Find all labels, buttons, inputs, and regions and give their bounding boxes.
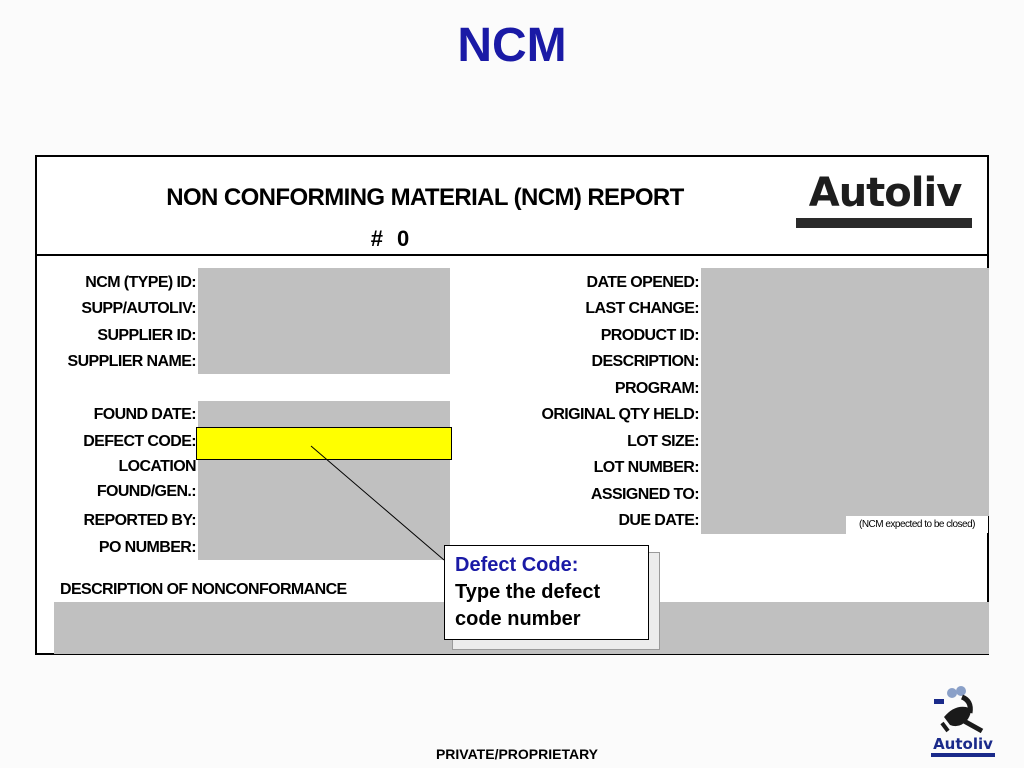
label-reported-by: REPORTED BY:: [83, 512, 196, 529]
supplier-info-fields[interactable]: [198, 268, 450, 374]
label-defect-code: DEFECT CODE:: [83, 433, 196, 450]
label-supplier-name: SUPPLIER NAME:: [67, 353, 197, 370]
callout-body: Type the defect code number: [455, 581, 601, 630]
label-lot-size: LOT SIZE:: [627, 433, 700, 450]
label-description: DESCRIPTION:: [591, 353, 700, 370]
label-assigned-to: ASSIGNED TO:: [590, 486, 700, 503]
label-found-date: FOUND DATE:: [93, 406, 197, 423]
defect-code-callout: Defect Code: Type the defect code number: [444, 545, 649, 640]
label-original-qty-held: ORIGINAL QTY HELD:: [541, 406, 699, 423]
report-number: #0: [320, 226, 460, 252]
label-description-of-nonconformance: DESCRIPTION OF NONCONFORMANCE: [60, 581, 347, 598]
header-divider: [35, 254, 989, 256]
defect-code-input[interactable]: [196, 427, 452, 460]
report-title: NON CONFORMING MATERIAL (NCM) REPORT: [166, 184, 684, 211]
label-supplier-id: SUPPLIER ID:: [97, 327, 196, 344]
autoliv-corner-logo-icon: Autoliv: [931, 686, 995, 757]
label-due-date: DUE DATE:: [618, 512, 699, 529]
autoliv-logo: Autoliv: [808, 170, 963, 216]
label-supp-autoliv: SUPP/AUTOLIV:: [81, 300, 196, 317]
due-date-note-strip: [846, 508, 989, 516]
callout-title: Defect Code:: [455, 554, 579, 576]
product-info-fields[interactable]: [701, 268, 989, 508]
label-program: PROGRAM:: [614, 380, 700, 397]
due-date-field[interactable]: [701, 508, 846, 534]
label-ncm-type-id: NCM (TYPE) ID:: [85, 274, 196, 291]
label-po-number: PO NUMBER:: [98, 539, 197, 556]
page-title: NCM: [457, 19, 567, 72]
report-number-value: 0: [397, 226, 410, 251]
label-date-opened: DATE OPENED:: [586, 274, 699, 291]
label-last-change: LAST CHANGE:: [585, 300, 699, 317]
autoliv-logo-underline: [796, 218, 972, 228]
label-product-id: PRODUCT ID:: [600, 327, 700, 344]
due-date-note: (NCM expected to be closed): [846, 516, 988, 533]
label-found-gen: FOUND/GEN.:: [96, 483, 197, 500]
corner-logo-text: Autoliv: [933, 735, 993, 753]
label-lot-number: LOT NUMBER:: [593, 459, 700, 476]
footer-text: PRIVATE/PROPRIETARY: [435, 746, 599, 762]
report-number-prefix: #: [370, 226, 383, 251]
label-location: LOCATION: [118, 458, 196, 475]
